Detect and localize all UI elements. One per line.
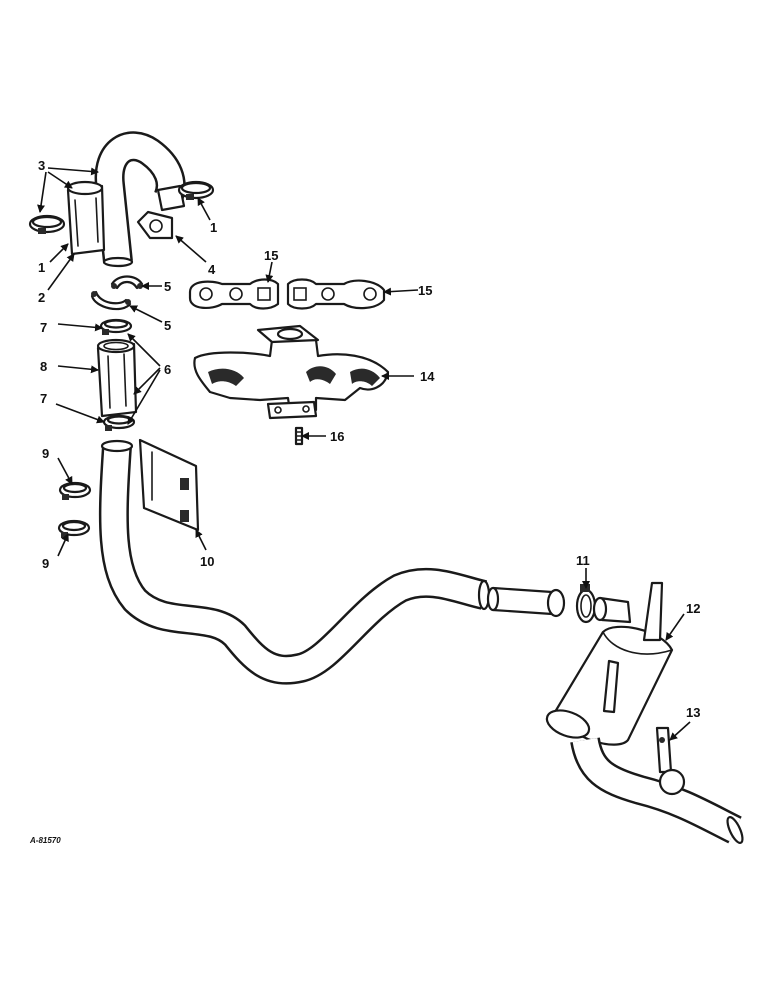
callout-6: 6	[164, 362, 171, 377]
callout-1-upper: 1	[210, 220, 217, 235]
callout-7-lower: 7	[40, 391, 47, 406]
callout-3: 3	[38, 158, 45, 173]
tail-pipe-part	[570, 736, 744, 844]
callout-16: 16	[330, 429, 344, 444]
figure-code: A-81570	[29, 836, 61, 845]
muffler-part	[545, 581, 674, 746]
hose-connector-part	[66, 180, 106, 256]
elbow-pipe-part	[94, 131, 186, 268]
stud-part	[294, 426, 304, 446]
hose-clamp-upper-part	[177, 180, 215, 200]
hose-clamp-lower-part	[28, 214, 66, 234]
callout-8: 8	[40, 359, 47, 374]
manifold-gasket-right-part	[286, 278, 386, 310]
callout-4: 4	[208, 262, 216, 277]
clamp-half-lower-part	[90, 290, 132, 311]
front-exhaust-pipe-part	[98, 439, 491, 685]
exhaust-manifold-part	[193, 324, 390, 420]
callout-15-right: 15	[418, 283, 432, 298]
muffler-inlet-part	[592, 596, 632, 624]
manifold-gasket-left-part	[188, 278, 280, 310]
clamp-ring-lower-part	[102, 414, 136, 431]
clamp-half-upper-part	[110, 275, 144, 290]
callout-13: 13	[686, 705, 700, 720]
callout-7-upper: 7	[40, 320, 47, 335]
callout-5-upper: 5	[164, 279, 171, 294]
callout-12: 12	[686, 601, 700, 616]
clamp-ring-upper-part	[99, 318, 133, 335]
callout-11: 11	[576, 553, 590, 568]
leader-lines	[37, 167, 691, 741]
callout-15-left: 15	[264, 248, 278, 263]
extension-pipe-part	[486, 586, 566, 618]
flange-gasket-part	[136, 210, 174, 240]
pipe-clamp-11-part	[575, 584, 597, 624]
heat-shield-part	[138, 438, 200, 532]
callout-14: 14	[420, 369, 435, 384]
callout-labels: 3 1 1 4 2 5 5 7 8 6 7 9 9 10 15 15 14 16…	[38, 158, 700, 720]
clamp-9-upper-part	[58, 481, 92, 500]
callout-9-upper: 9	[42, 446, 49, 461]
callout-5-lower: 5	[164, 318, 171, 333]
callout-9-lower: 9	[42, 556, 49, 571]
tail-pipe-hanger-part	[655, 726, 686, 796]
callout-1-lower: 1	[38, 260, 45, 275]
callout-2: 2	[38, 290, 45, 305]
flexible-tube-part	[96, 338, 138, 418]
clamp-9-lower-part	[57, 519, 91, 538]
callout-10: 10	[200, 554, 214, 569]
